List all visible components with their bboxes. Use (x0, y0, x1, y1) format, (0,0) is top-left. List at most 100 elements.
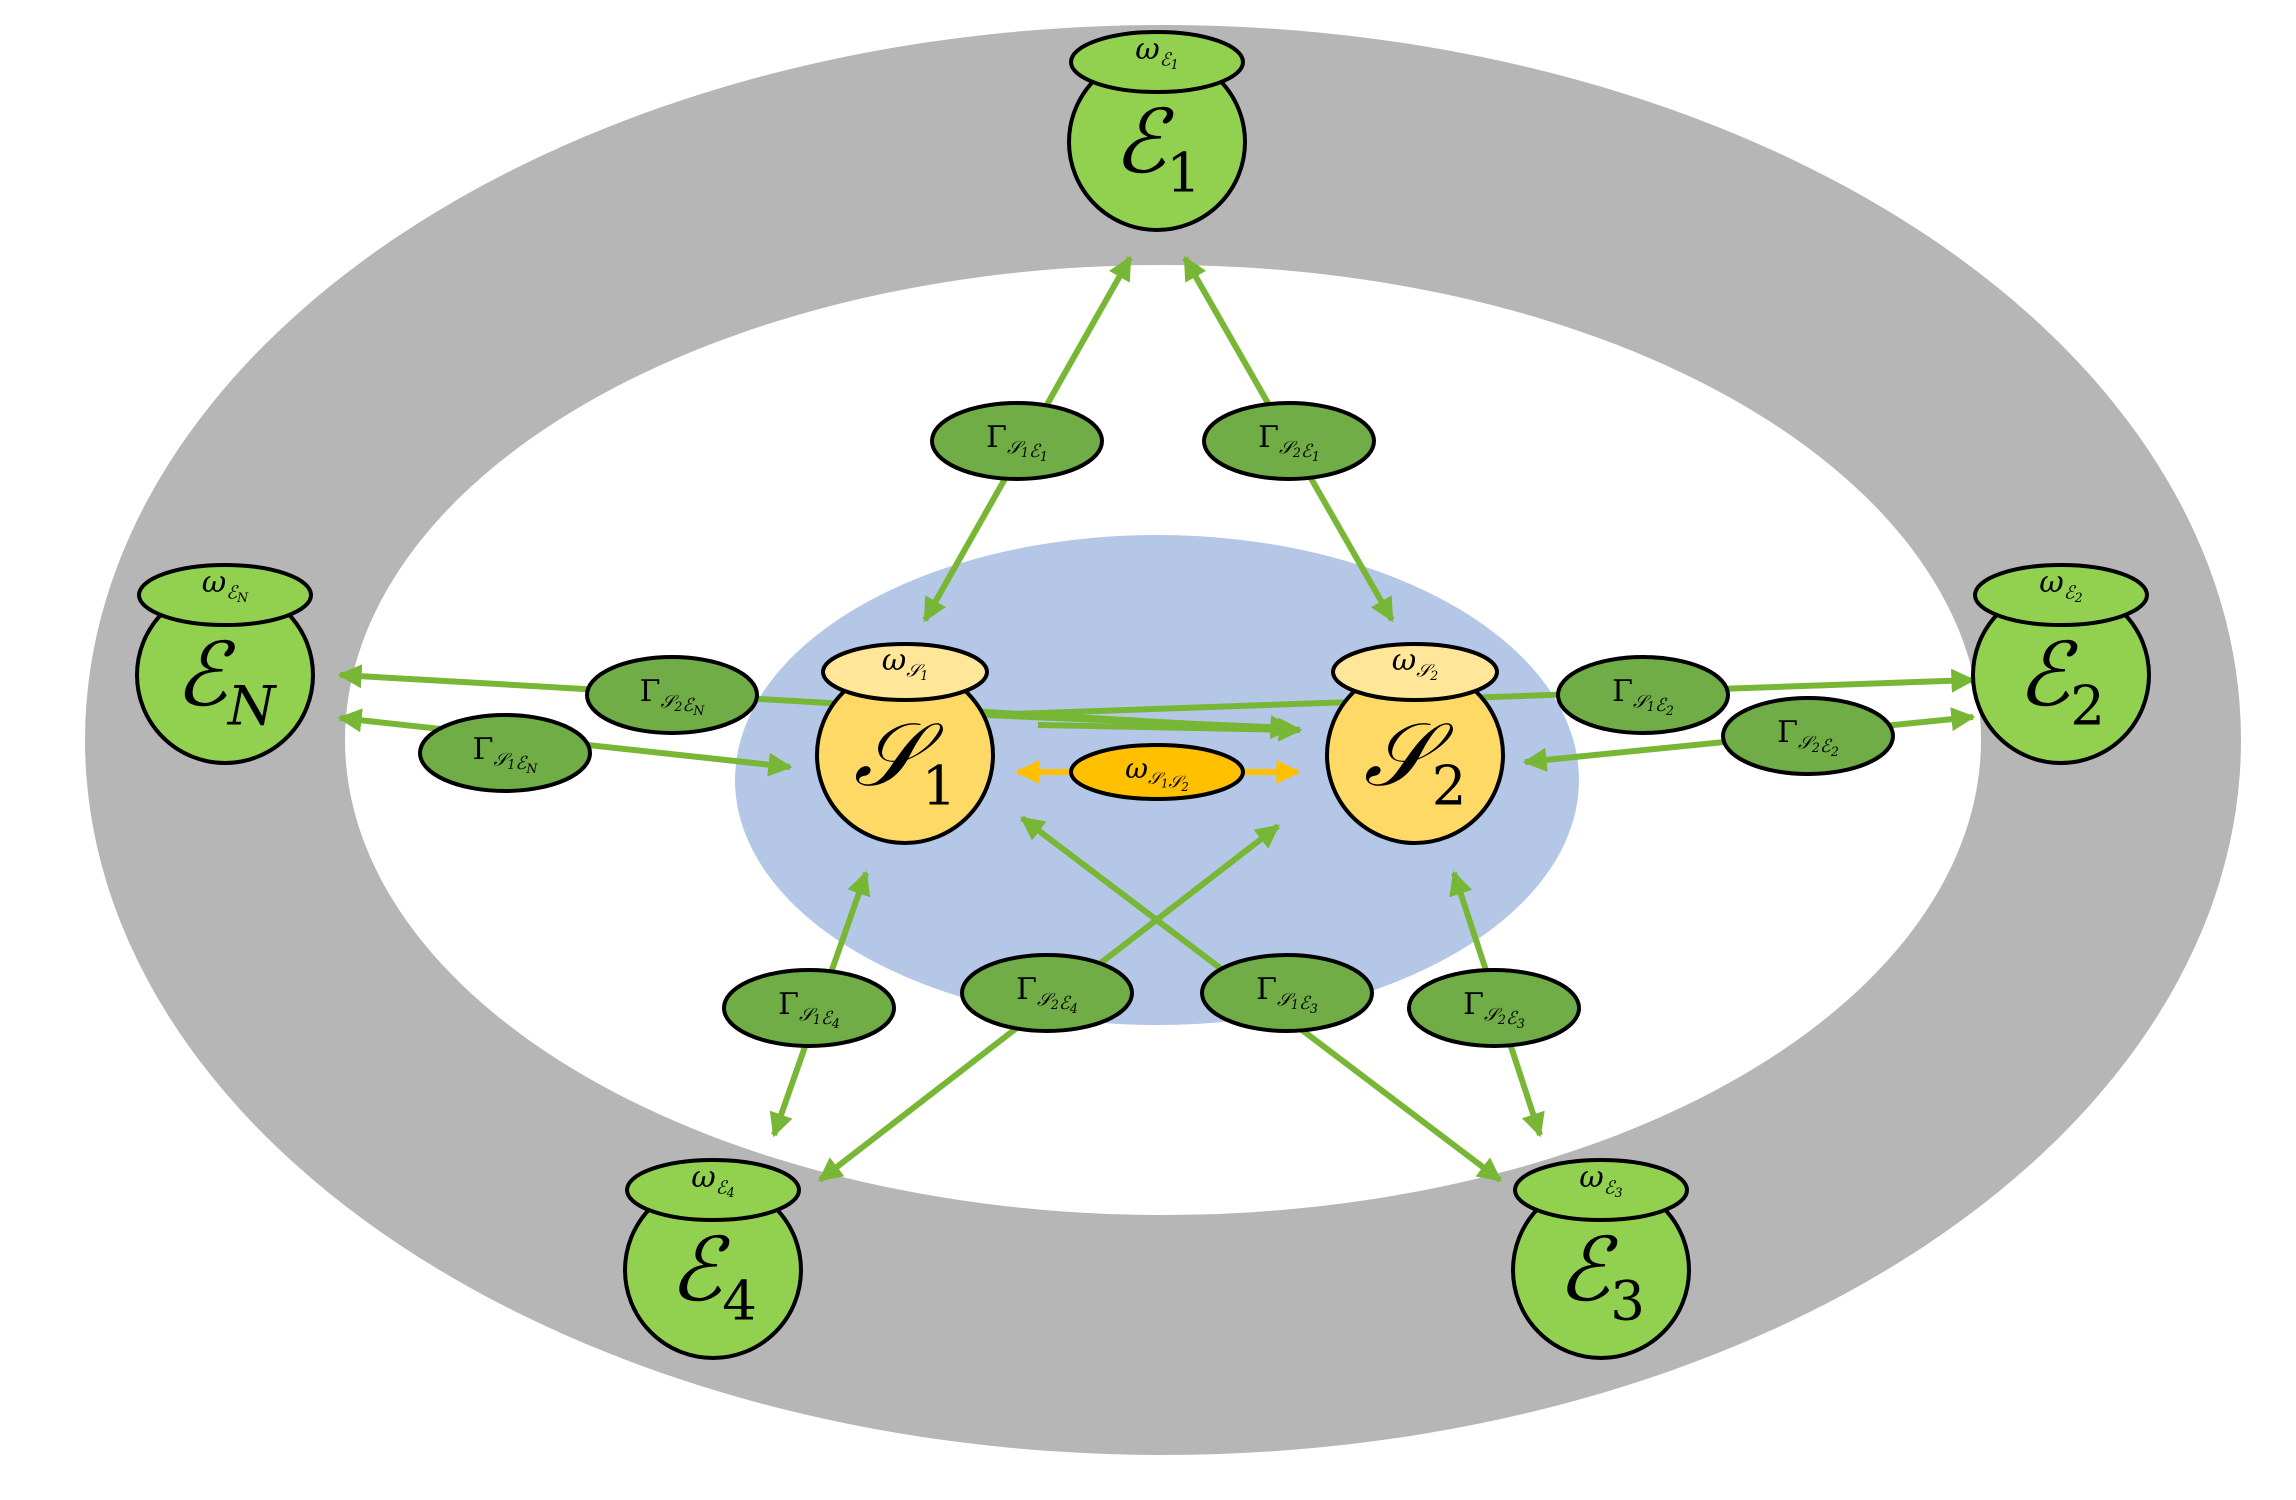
environment-symbol-symbol: ℰ (669, 1218, 730, 1321)
coupling-text-sub-index: 1 (507, 757, 515, 772)
coupling-text: Γ𝒮2ℰ1 (1258, 420, 1320, 464)
environment-frequency-label-sub-symbol: ℰ (226, 583, 239, 604)
coupling-oval (1200, 953, 1374, 1033)
coupling-text-sub-index: N (692, 703, 705, 718)
coupling-label-s1e4: Γ𝒮1ℰ4 (722, 968, 896, 1048)
system-frequency-label-sub-index: 1 (920, 668, 928, 683)
coupling-oval (960, 953, 1134, 1033)
environment-frequency-label-sub-symbol: ℰ (2064, 583, 2077, 604)
environment-cap (1973, 563, 2149, 627)
coupling-text-base: Γ (986, 420, 1007, 455)
environment-frequency-label: ωℰ2 (2039, 565, 2082, 605)
coupling-oval (930, 401, 1104, 481)
environment-symbol-index: 4 (722, 1268, 757, 1332)
coupling-oval (418, 713, 592, 793)
environment-cap (1069, 30, 1245, 94)
environment-frequency-label-sub-index: N (236, 590, 249, 605)
coupling-text-base: Γ (1777, 715, 1798, 750)
environment-frequency-label-base: ω (1579, 1160, 1603, 1195)
coupling-text: Γ𝒮1ℰ3 (1256, 972, 1318, 1016)
coupling-text-sub-index: 4 (1069, 1001, 1078, 1016)
environment-frequency-label: ωℰN (202, 565, 249, 605)
coupling-text: Γ𝒮2ℰ2 (1777, 715, 1839, 759)
environment-cap (1513, 1158, 1689, 1222)
environment-frequency-label-base: ω (202, 565, 226, 600)
coupling-text-sub-index: 1 (1647, 699, 1655, 714)
coupling-oval (1407, 968, 1581, 1048)
environment-symbol: ℰ1 (1113, 90, 1201, 204)
system-coupling-text-sub-index: 1 (1161, 777, 1168, 791)
system-coupling-oval (1069, 743, 1245, 801)
coupling-text-base: Γ (778, 987, 799, 1022)
coupling-text-sub-symbol: ℰ (1655, 695, 1668, 716)
coupling-label-s2e1: Γ𝒮2ℰ1 (1202, 401, 1376, 481)
coupling-oval (1202, 401, 1376, 481)
coupling-label-s1en: Γ𝒮1ℰN (418, 713, 592, 793)
coupling-text-base: Γ (1258, 420, 1279, 455)
system-cap (1331, 642, 1499, 702)
environment-symbol-index: 3 (1610, 1268, 1645, 1332)
coupling-text-sub-index: 2 (1830, 744, 1839, 759)
coupling-text-base: Γ (1612, 674, 1633, 709)
coupling-text-sub-index: 3 (1517, 1016, 1525, 1031)
coupling-text-sub-symbol: ℰ (682, 695, 695, 716)
coupling-text-sub-symbol: ℰ (1059, 993, 1072, 1014)
system-symbol: 𝒮1 (854, 703, 957, 817)
coupling-text-sub-symbol: ℰ (1029, 441, 1042, 462)
environment-frequency-label-sub-symbol: ℰ (1160, 50, 1173, 71)
system-symbol-index: 2 (1432, 753, 1467, 817)
environment-frequency-label: ωℰ4 (691, 1160, 734, 1200)
coupling-oval (722, 968, 896, 1048)
coupling-text-sub-index: 2 (1292, 445, 1301, 460)
environment-ring (85, 25, 2241, 1455)
coupling-label-s2e4: Γ𝒮2ℰ4 (960, 953, 1134, 1033)
environment-frequency-label: ωℰ1 (1135, 32, 1178, 72)
coupling-text-sub-index: 2 (1811, 740, 1820, 755)
system-coupling-label: ω𝒮1𝒮2 (1069, 743, 1245, 801)
coupling-text: Γ𝒮2ℰ4 (1016, 972, 1078, 1016)
coupling-text-base: Γ (640, 674, 661, 709)
coupling-text-sub-symbol: ℰ (1301, 441, 1314, 462)
coupling-text-sub-index: 1 (1291, 997, 1299, 1012)
system-symbol-index: 1 (922, 753, 957, 817)
environment-symbol-index: N (226, 673, 278, 737)
coupling-text: Γ𝒮1ℰ2 (1612, 674, 1674, 718)
system-cap (821, 642, 989, 702)
environment-frequency-label-sub-index: 2 (2074, 590, 2083, 605)
coupling-label-s2e2: Γ𝒮2ℰ2 (1721, 696, 1895, 776)
environment-frequency-label-base: ω (2039, 565, 2063, 600)
coupling-label-s2e3: Γ𝒮2ℰ3 (1407, 968, 1581, 1048)
coupling-text-sub-symbol: ℰ (1820, 736, 1833, 757)
environment-frequency-label-sub-symbol: ℰ (1604, 1178, 1617, 1199)
arrow-s1e2-b (984, 712, 1295, 740)
environment-symbol: ℰN (174, 623, 277, 737)
environment-symbol-index: 1 (1166, 140, 1201, 204)
coupling-text-sub-symbol: ℰ (1299, 993, 1312, 1014)
coupling-text-sub-index: 2 (1665, 703, 1674, 718)
coupling-text-sub-index: 1 (1021, 445, 1029, 460)
environment-symbol-symbol: ℰ (1557, 1218, 1618, 1321)
system-frequency-label-sub-index: 2 (1429, 668, 1438, 683)
coupling-text-sub-index: N (525, 761, 538, 776)
coupling-text-sub-index: 3 (1310, 1001, 1318, 1016)
environment-frequency-label-base: ω (691, 1160, 715, 1195)
coupling-text-sub-index: 2 (1497, 1012, 1506, 1027)
coupling-text: Γ𝒮2ℰN (640, 674, 706, 718)
coupling-oval (585, 655, 759, 735)
coupling-oval (1721, 696, 1895, 776)
environment-symbol-symbol: ℰ (1113, 90, 1174, 193)
coupling-label-s1e3: Γ𝒮1ℰ3 (1200, 953, 1374, 1033)
environment-frequency-label-sub-index: 4 (726, 1185, 735, 1200)
background-layer (85, 25, 2241, 1455)
coupling-text-sub-symbol: ℰ (515, 753, 528, 774)
